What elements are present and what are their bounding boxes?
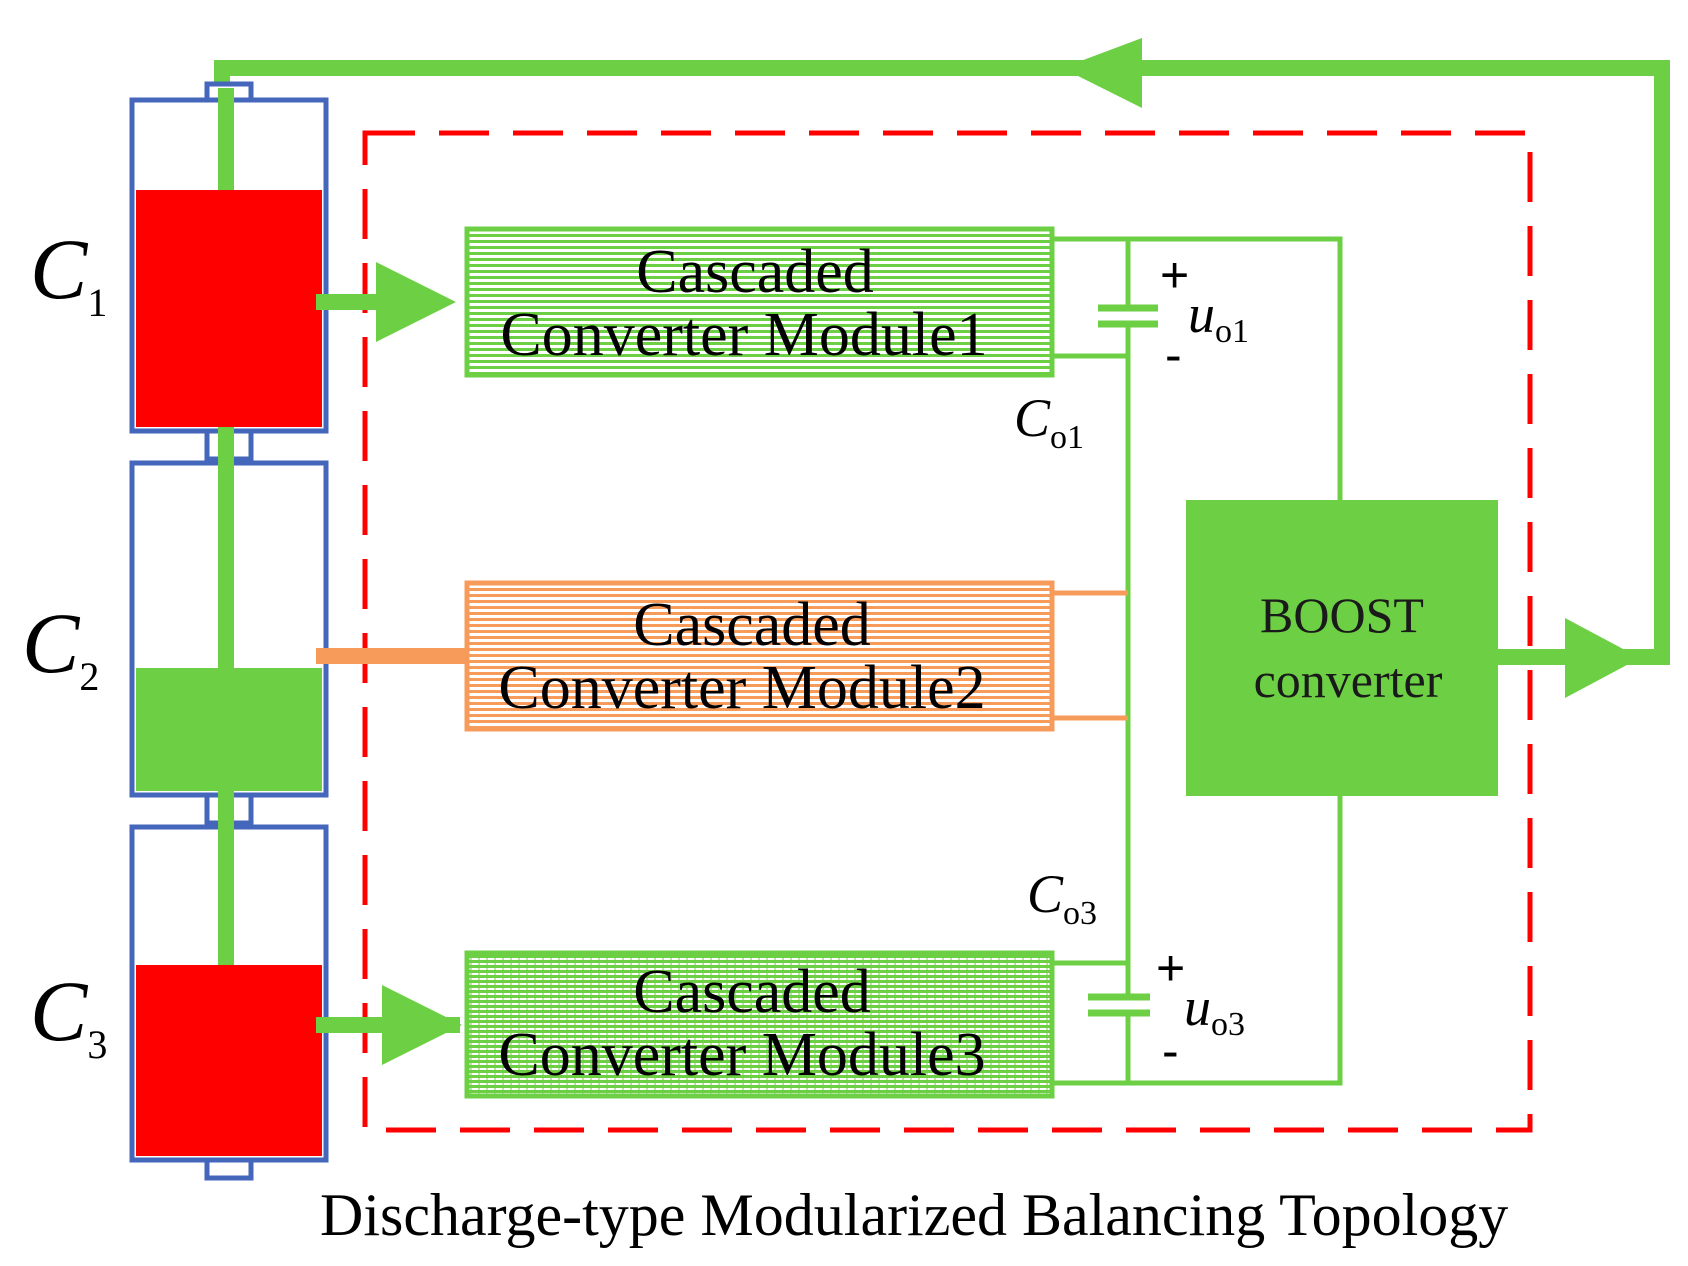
cell-2-charge bbox=[136, 668, 322, 791]
cell-2-label: C2 bbox=[22, 595, 99, 699]
uo3-minus: - bbox=[1162, 1023, 1179, 1079]
uo1-minus: - bbox=[1165, 327, 1182, 383]
uo3-label: uo3 bbox=[1184, 977, 1245, 1043]
capacitor-co1 bbox=[1098, 304, 1158, 328]
module-1-line2: Converter Module1 bbox=[500, 301, 987, 369]
module-1: Cascaded Converter Module1 bbox=[464, 226, 1055, 378]
boost-converter: BOOST converter bbox=[1186, 500, 1498, 796]
module-2-line1: Cascaded bbox=[633, 591, 871, 659]
module-1-line1: Cascaded bbox=[636, 238, 874, 306]
cell-1-label: C1 bbox=[30, 221, 107, 325]
boost-line2: converter bbox=[1254, 652, 1443, 708]
cell-module-links bbox=[316, 262, 478, 1065]
module-2: Cascaded Converter Module2 bbox=[464, 580, 1055, 732]
co3-label: Co3 bbox=[1027, 864, 1097, 932]
uo1-plus: + bbox=[1160, 247, 1189, 303]
cell-3-charge bbox=[136, 965, 322, 1156]
feedback-arrow-top bbox=[1062, 38, 1142, 108]
module-3: Cascaded Converter Module3 bbox=[464, 950, 1055, 1099]
module-2-line2: Converter Module2 bbox=[498, 654, 985, 722]
output-wiring bbox=[1052, 236, 1343, 1086]
module-boundary bbox=[362, 130, 1533, 1133]
module-3-line1: Cascaded bbox=[633, 958, 871, 1026]
terminal-bottom bbox=[204, 1157, 254, 1181]
arrow-cell1-module1 bbox=[376, 262, 456, 342]
cell-3-label: C3 bbox=[30, 963, 107, 1067]
battery-stack bbox=[129, 81, 329, 1181]
boost-output-arrow bbox=[1565, 618, 1640, 698]
boost-line1: BOOST bbox=[1260, 587, 1424, 643]
cell-1-charge bbox=[136, 190, 322, 427]
diagram-title: Discharge-type Modularized Balancing Top… bbox=[320, 1182, 1508, 1248]
uo1-label: uo1 bbox=[1188, 284, 1249, 350]
uo3-plus: + bbox=[1156, 940, 1185, 996]
module-2-wiring bbox=[1052, 590, 1128, 721]
module-3-line2: Converter Module3 bbox=[498, 1021, 985, 1089]
co1-label: Co1 bbox=[1014, 388, 1084, 456]
arrow-cell3-module3 bbox=[382, 985, 462, 1065]
capacitor-co3 bbox=[1088, 993, 1150, 1017]
